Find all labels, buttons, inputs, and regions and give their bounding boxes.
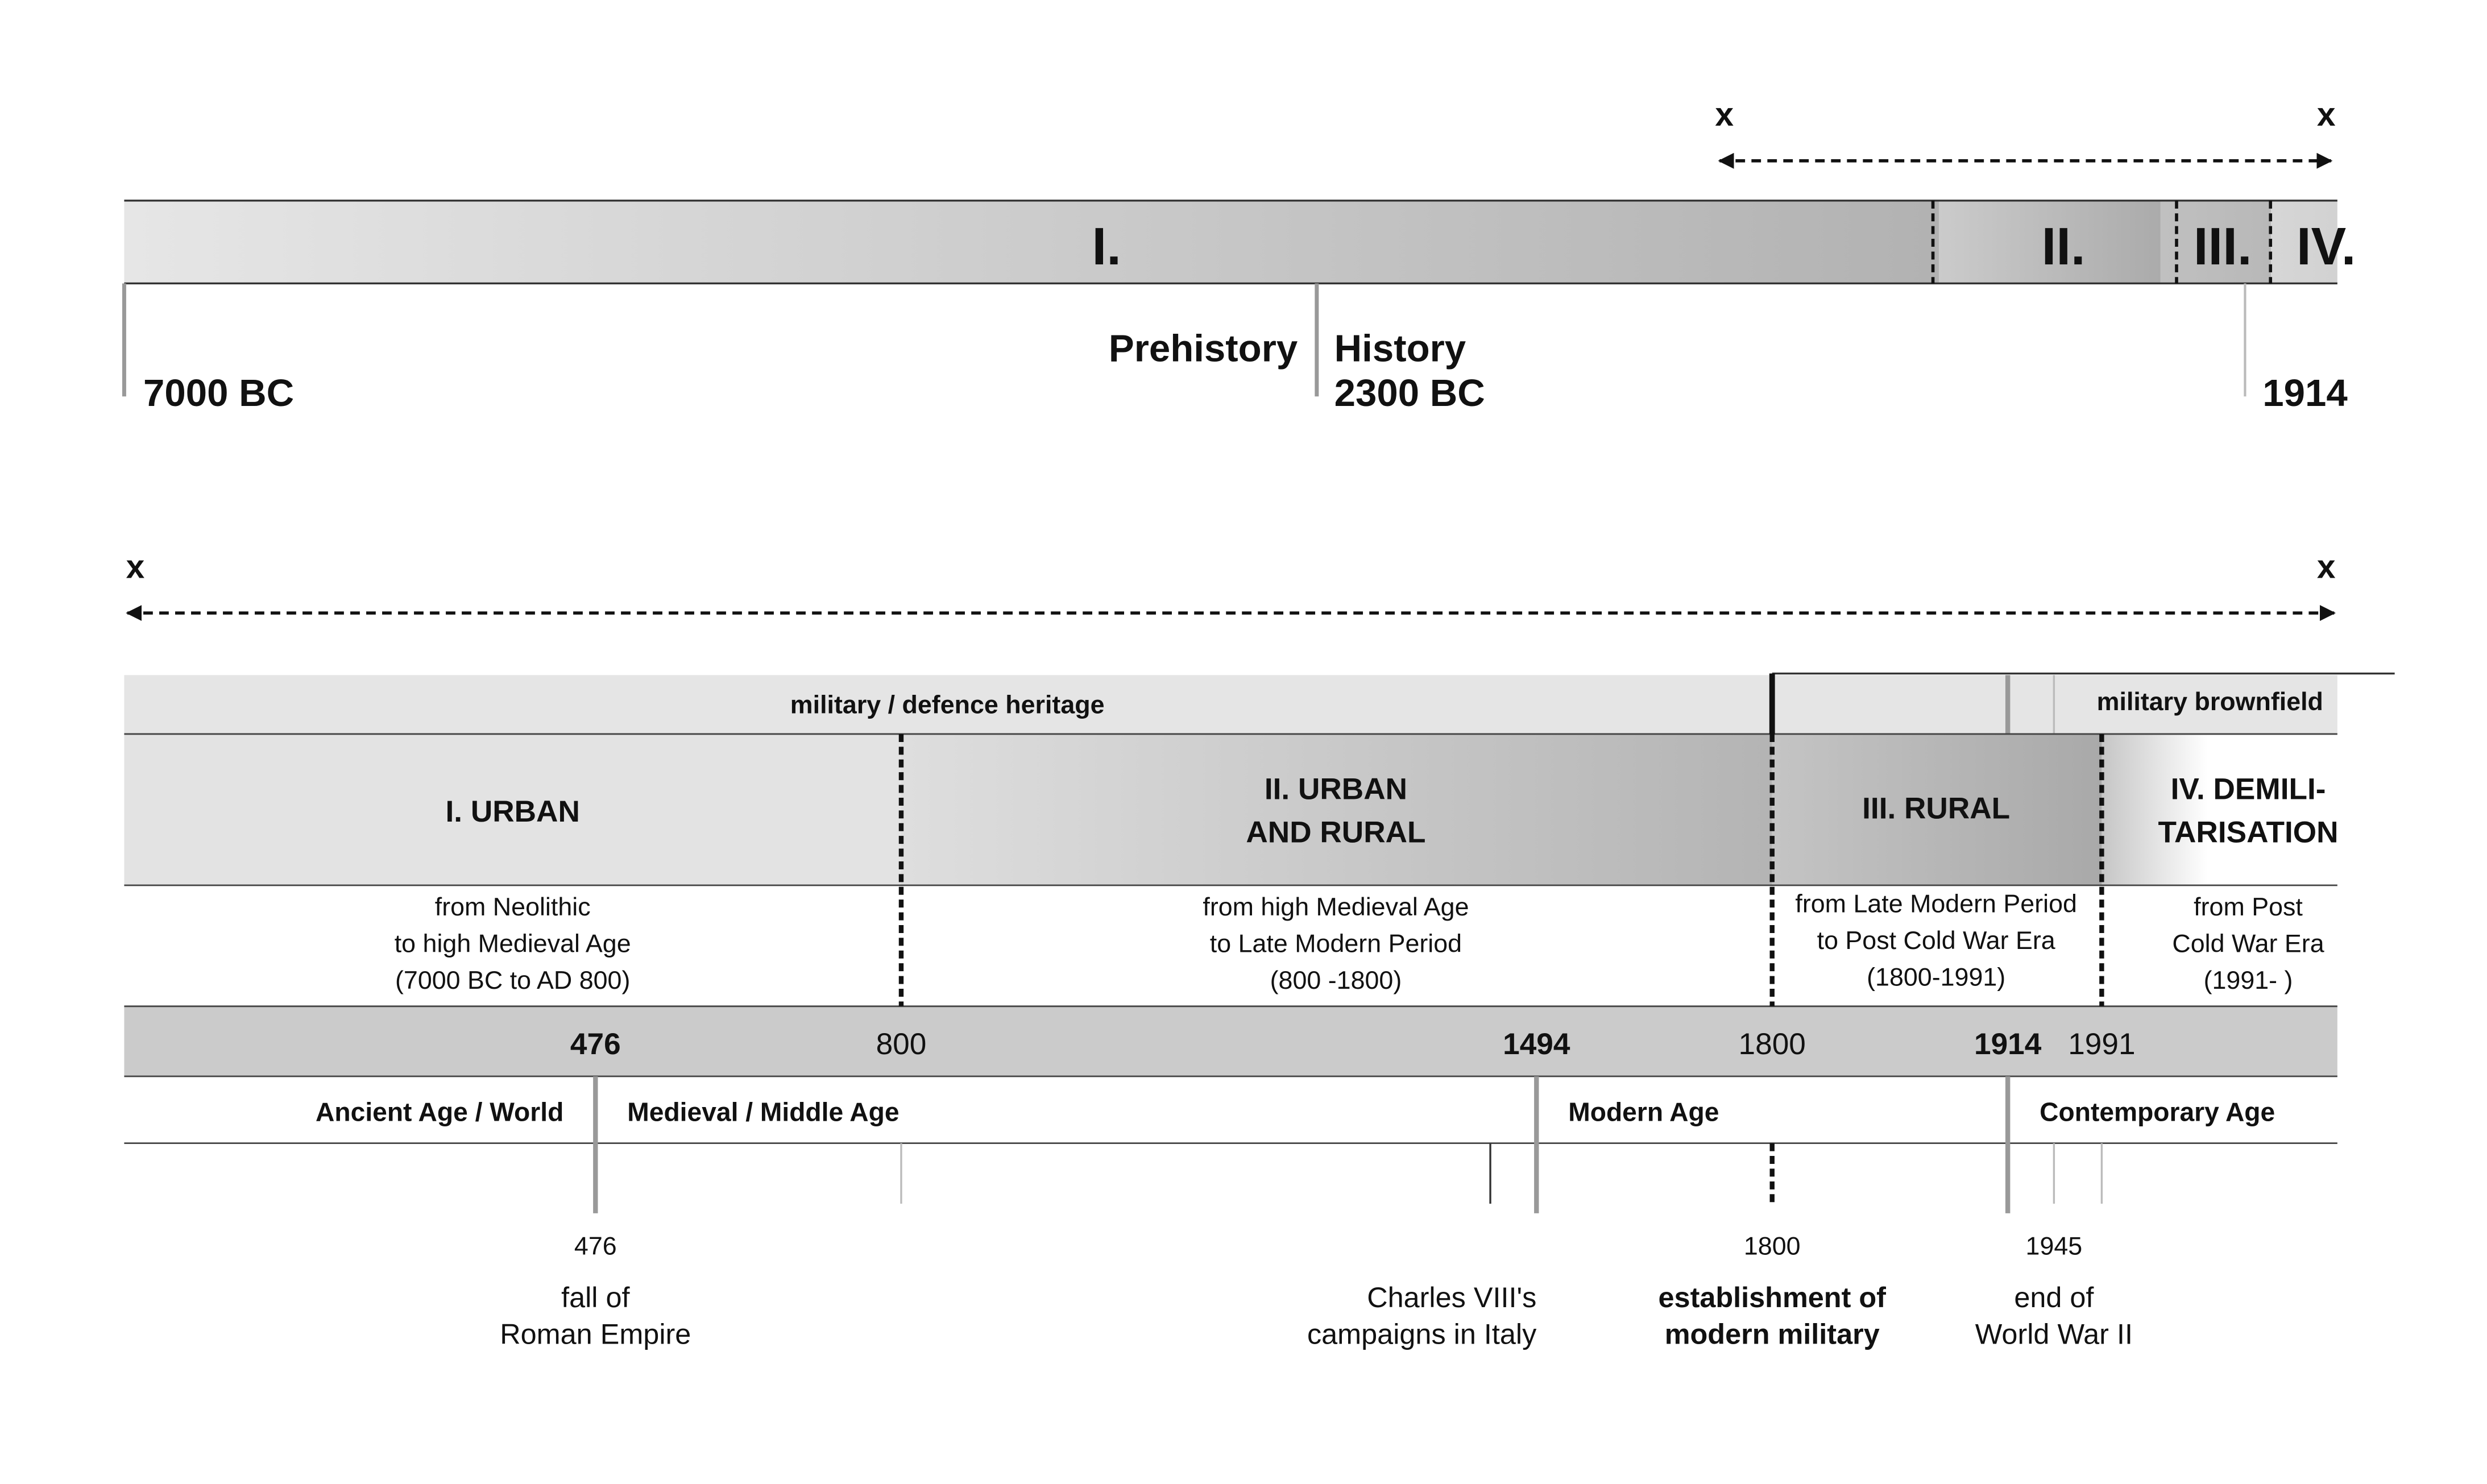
year-1800: 1800 — [1739, 1027, 1806, 1061]
year-800: 800 — [876, 1027, 927, 1061]
phase-4-title-line2: TARISATION — [2158, 815, 2338, 849]
phase-1-title: I. URBAN — [446, 795, 580, 828]
brownfield-label: military brownfield — [2097, 687, 2323, 716]
top-range-start-marker: x — [1715, 96, 1734, 133]
history-label: History — [1334, 328, 1466, 370]
phase-4-desc-line3: (1991- ) — [2204, 966, 2293, 994]
year-1494: 1494 — [1503, 1027, 1570, 1061]
phase-4-area — [2101, 733, 2337, 885]
phase-3-area — [1772, 733, 2102, 885]
event-1800-year: 1800 — [1744, 1232, 1801, 1261]
heritage-band — [124, 675, 2337, 734]
top-start-year: 7000 BC — [143, 372, 294, 414]
phase-4-title-line1: IV. DEMILI- — [2171, 773, 2326, 806]
phase-2-desc-line2: to Late Modern Period — [1210, 930, 1462, 958]
history-year: 2300 BC — [1334, 372, 1485, 414]
phase-4-desc-line1: from Post — [2194, 893, 2303, 921]
bottom-range-end-marker: x — [2317, 549, 2336, 586]
event-1945-line2: World War II — [1975, 1317, 2133, 1350]
year-1914: 1914 — [1974, 1027, 2042, 1061]
phase-3-title: III. RURAL — [1862, 791, 2010, 825]
phase-1-area — [124, 733, 901, 885]
bottom-timeline: x x military / defence heritage military… — [124, 549, 2395, 1350]
phase-2-title-line1: II. URBAN — [1265, 773, 1407, 806]
heritage-label: military / defence heritage — [790, 691, 1105, 719]
phase-3-desc-line3: (1800-1991) — [1867, 963, 2005, 991]
event-476-line1: fall of — [561, 1281, 630, 1313]
event-1945-year: 1945 — [2026, 1232, 2083, 1261]
top-range-end-marker: x — [2317, 96, 2336, 133]
top-phase-3: III. — [2194, 217, 2252, 276]
top-phase-4: IV. — [2297, 217, 2356, 276]
prehistory-label: Prehistory — [1109, 328, 1298, 370]
age-medieval: Medieval / Middle Age — [627, 1097, 899, 1126]
event-charles-line2: campaigns in Italy — [1307, 1317, 1537, 1350]
phase-2-title-line2: AND RURAL — [1246, 815, 1425, 849]
top-phase-2: II. — [2042, 217, 2086, 276]
age-ancient: Ancient Age / World — [316, 1097, 563, 1126]
phase-2-area — [901, 733, 1772, 885]
top-timeline: x x I. II. III. IV. 7000 BC Prehistory H… — [122, 96, 2356, 414]
phase-4-desc-line2: Cold War Era — [2172, 930, 2324, 958]
year-1991: 1991 — [2068, 1027, 2135, 1061]
age-modern: Modern Age — [1568, 1097, 1719, 1126]
phase-1-desc-line2: to high Medieval Age — [395, 930, 631, 958]
age-contemporary: Contemporary Age — [2040, 1097, 2275, 1126]
year-476: 476 — [570, 1027, 621, 1061]
phase-1-desc-line1: from Neolithic — [435, 893, 591, 921]
event-charles-line1: Charles VIII's — [1367, 1281, 1536, 1313]
top-period-bar — [124, 200, 2337, 284]
bottom-range-start-marker: x — [126, 549, 145, 586]
event-476-year: 476 — [574, 1232, 617, 1261]
phase-1-desc-line3: (7000 BC to AD 800) — [395, 966, 630, 994]
phase-2-desc-line3: (800 -1800) — [1270, 966, 1402, 994]
phase-3-desc-line1: from Late Modern Period — [1795, 890, 2077, 918]
year-band — [124, 1006, 2337, 1077]
event-1800-line1: establishment of — [1659, 1281, 1887, 1313]
top-end-year: 1914 — [2262, 372, 2347, 414]
phase-2-desc-line1: from high Medieval Age — [1203, 893, 1469, 921]
event-1945-line1: end of — [2014, 1281, 2094, 1313]
event-1800-line2: modern military — [1665, 1317, 1880, 1350]
event-476-line2: Roman Empire — [500, 1317, 691, 1350]
phase-3-desc-line2: to Post Cold War Era — [1817, 926, 2055, 955]
top-phase-1: I. — [1092, 217, 1121, 276]
